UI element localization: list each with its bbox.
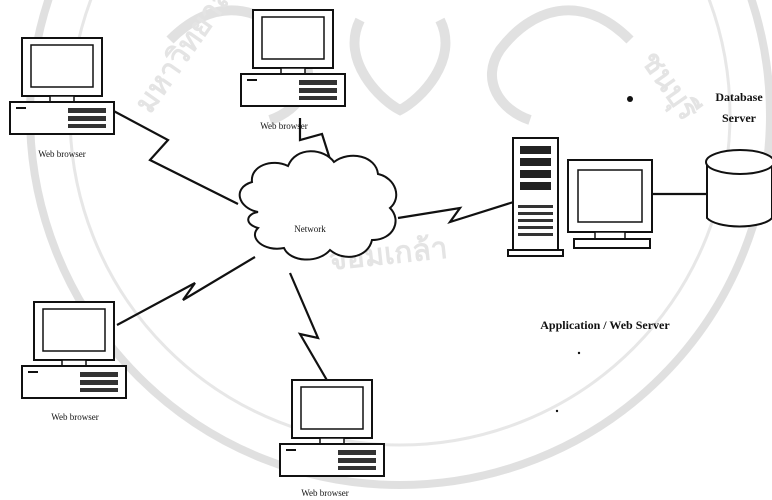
app-server-label: Application / Web Server	[540, 318, 670, 332]
app-server	[507, 137, 653, 257]
database-cylinder	[705, 149, 772, 228]
connections	[107, 107, 707, 383]
client-label-1: Web browser	[38, 149, 86, 159]
link-client-1	[107, 107, 239, 205]
client-computer-3: Web browser	[21, 301, 127, 422]
stray-dots	[555, 96, 633, 413]
client-label-2: Web browser	[260, 121, 308, 131]
client-computer-2: Web browser	[240, 9, 346, 131]
watermark-seal: มหาวิทยาลัยราชภัฏ จอมเกล้า ชนบุรี	[26, 0, 772, 489]
client-computer-1: Web browser	[9, 37, 115, 159]
database-label-line1: Database	[715, 90, 763, 104]
link-client-3	[116, 256, 256, 326]
client-label-4: Web browser	[301, 488, 349, 498]
client-label-3: Web browser	[51, 412, 99, 422]
network-label: Network	[294, 224, 326, 234]
link-app-server	[397, 198, 521, 225]
watermark-text-right: ชนบุรี	[633, 45, 706, 128]
link-client-4	[288, 272, 329, 383]
link-client-2	[298, 118, 337, 176]
database-label-line2: Server	[722, 111, 757, 125]
network-cloud	[238, 150, 398, 261]
client-computer-4: Web browser	[279, 379, 385, 498]
